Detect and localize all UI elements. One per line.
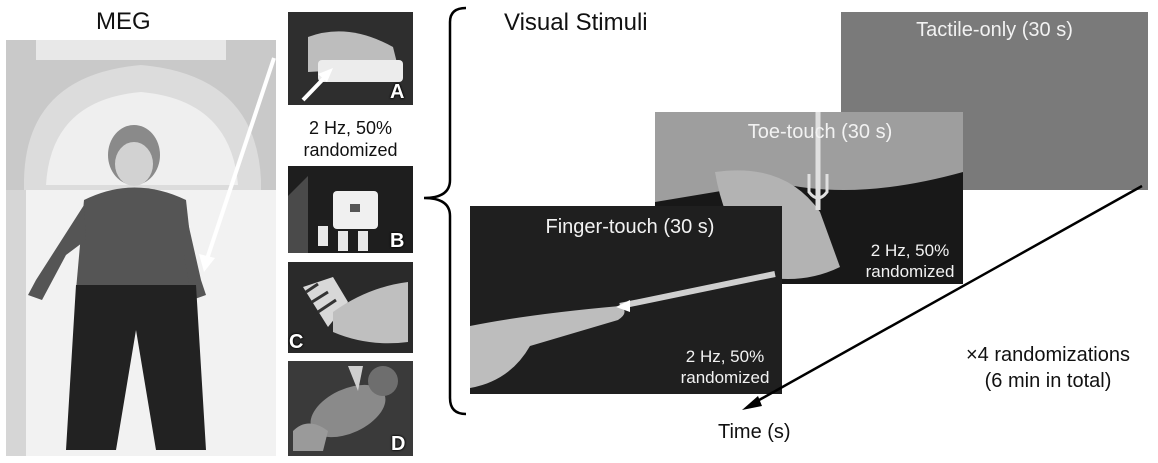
meg-photo [6, 40, 276, 456]
thumbnail-a [288, 12, 413, 105]
thumbnail-b [288, 166, 413, 253]
repetition-note-line2: (6 min in total) [984, 370, 1112, 392]
repetition-note: ×4 randomizations (6 min in total) [938, 342, 1158, 394]
toe-touch-note-line2: randomized [865, 262, 955, 281]
finger-touch-note-line1: 2 Hz, 50% [685, 347, 765, 366]
time-axis-arrow [742, 184, 1143, 410]
toe-touch-note-line1: 2 Hz, 50% [870, 241, 950, 260]
thumbnail-letter-c: C [289, 331, 304, 353]
thumbnail-c [288, 262, 413, 353]
stimulus-label-line1: 2 Hz, 50% [308, 118, 393, 138]
stimulus-label: 2 Hz, 50% randomized [288, 117, 413, 161]
thumbnail-letter-b: B [390, 230, 405, 252]
finger-touch-note: 2 Hz, 50% randomized [670, 346, 780, 388]
finger-touch-panel [470, 206, 782, 394]
curly-brace [423, 6, 467, 416]
time-axis-label: Time (s) [718, 421, 791, 443]
visual-stimuli-title: Visual Stimuli [504, 9, 648, 36]
toe-touch-note: 2 Hz, 50% randomized [855, 240, 965, 282]
tactile-only-caption: Tactile-only (30 s) [916, 19, 1073, 41]
finger-touch-caption: Finger-touch (30 s) [545, 216, 715, 238]
meg-label: MEG [96, 8, 151, 35]
toe-touch-caption: Toe-touch (30 s) [747, 121, 893, 143]
stimulus-label-line2: randomized [303, 140, 398, 160]
thumbnail-letter-a: A [390, 81, 405, 103]
thumbnail-d [288, 361, 413, 456]
repetition-note-line1: ×4 randomizations [966, 344, 1130, 366]
thumbnail-letter-d: D [391, 433, 406, 455]
finger-touch-note-line2: randomized [680, 368, 770, 387]
